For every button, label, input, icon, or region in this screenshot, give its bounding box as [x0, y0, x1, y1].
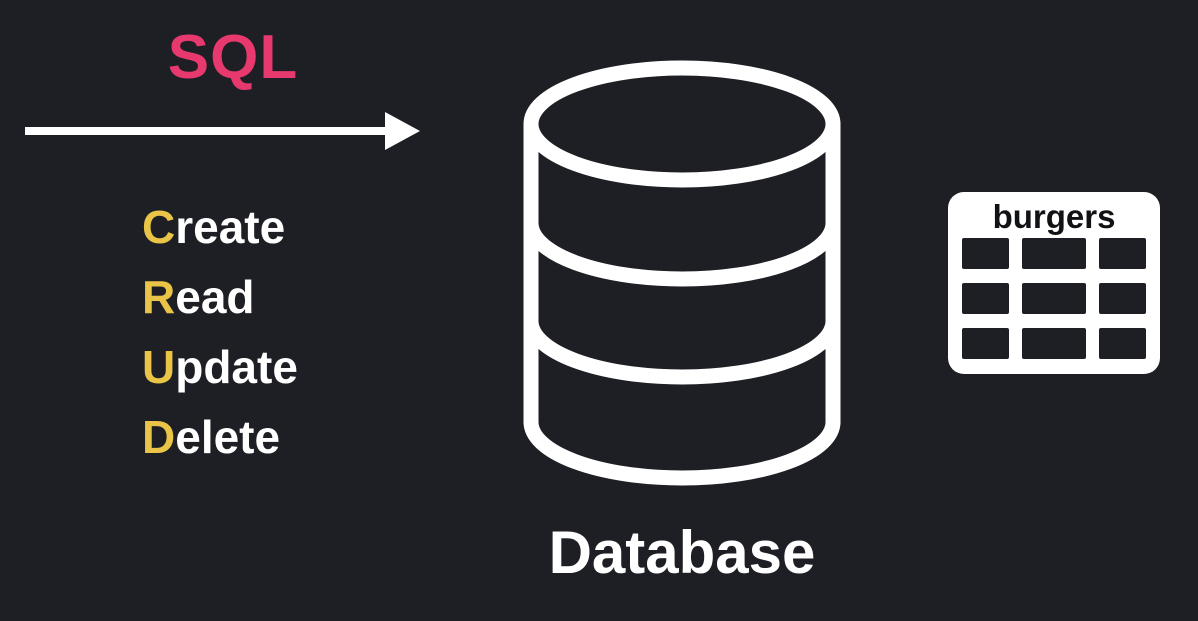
table-cell [1098, 328, 1146, 359]
table-cell [962, 283, 1010, 314]
crud-initial-letter: U [142, 341, 176, 393]
crud-item-delete: Delete [142, 402, 298, 472]
crud-item-label: ead [175, 271, 255, 323]
table-cell [962, 238, 1010, 269]
crud-item-label: pdate [175, 341, 298, 393]
crud-item-create: Create [142, 192, 298, 262]
crud-initial-letter: D [142, 411, 176, 463]
crud-item-label: elete [175, 411, 281, 463]
crud-item-read: Read [142, 262, 298, 332]
table-cell [1022, 283, 1086, 314]
table-cell [1098, 283, 1146, 314]
table-cell [1022, 238, 1086, 269]
table-card-burgers: burgers [948, 192, 1160, 374]
table-name-label: burgers [992, 198, 1116, 235]
crud-initial-letter: R [142, 271, 176, 323]
table-cell [1022, 328, 1086, 359]
database-label: Database [548, 519, 816, 586]
database-cylinder-icon [523, 60, 841, 486]
crud-initial-letter: C [142, 201, 176, 253]
right-arrow-icon [25, 112, 420, 150]
table-cell [1098, 238, 1146, 269]
sql-title: SQL [167, 23, 299, 92]
crud-list: Create Read Update Delete [142, 192, 298, 472]
table-grid-icon [962, 238, 1146, 359]
table-cell [962, 328, 1010, 359]
crud-item-update: Update [142, 332, 298, 402]
crud-item-label: reate [175, 201, 286, 253]
